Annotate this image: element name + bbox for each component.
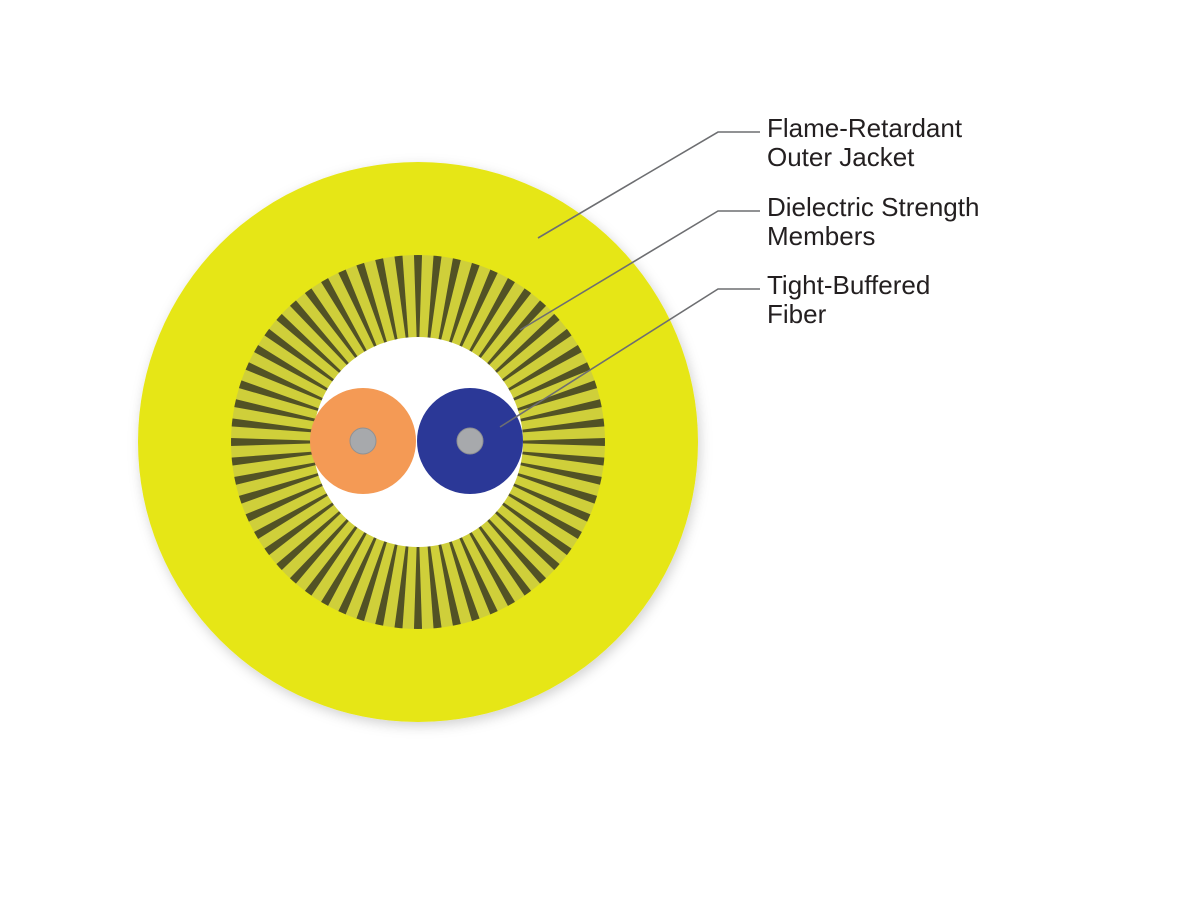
- label-outer-jacket: Flame-Retardant Outer Jacket: [767, 114, 962, 172]
- strength-member-strand: [334, 262, 379, 352]
- label-outer-jacket-line2: Outer Jacket: [767, 142, 915, 172]
- strength-member-strand: [284, 515, 352, 590]
- strength-member-strand: [491, 308, 566, 376]
- strength-member-strand: [457, 532, 502, 622]
- strength-member-strand: [475, 281, 537, 362]
- strength-member-strand: [231, 377, 324, 413]
- strength-member-strand: [517, 451, 605, 467]
- strength-members-layer: [231, 255, 605, 629]
- strength-member-strand: [238, 481, 328, 526]
- strength-member-strand: [270, 308, 345, 376]
- strength-member-strand: [503, 340, 589, 394]
- strength-member-strand: [316, 527, 370, 613]
- strength-member-strand: [231, 471, 324, 507]
- strength-member-strand: [498, 323, 579, 385]
- strength-member-strand: [231, 451, 319, 467]
- strength-member-strand: [437, 539, 463, 629]
- strength-member-strand: [491, 508, 566, 576]
- leader-line-outer-jacket: [537, 131, 760, 239]
- strength-member-strand: [231, 437, 319, 447]
- strength-member-strand: [517, 437, 605, 447]
- strength-member-strand: [247, 340, 333, 394]
- strength-member-strand: [353, 255, 389, 348]
- strength-member-strand: [334, 532, 379, 622]
- leader-line-tight-buffered-fiber: [499, 288, 760, 428]
- strength-member-strand: [437, 255, 463, 345]
- strength-member-strand: [299, 522, 361, 603]
- tight-buffered-fiber-left: [310, 388, 416, 494]
- strength-member-strand: [316, 271, 370, 357]
- strength-member-strand: [484, 294, 552, 369]
- strength-member-strand: [508, 358, 598, 403]
- strength-member-strand: [393, 255, 409, 343]
- label-strength-members-line2: Members: [767, 221, 876, 251]
- strength-member-strand: [257, 499, 338, 561]
- strength-member-strand: [413, 541, 423, 629]
- label-outer-jacket-line1: Flame-Retardant: [767, 113, 963, 143]
- leader-line-strength-members: [519, 210, 760, 331]
- strength-member-strand: [447, 536, 483, 629]
- fiber-core-left: [349, 427, 377, 455]
- strength-member-strand: [231, 417, 319, 433]
- strength-member-strand: [515, 397, 605, 423]
- strength-member-strand: [373, 539, 399, 629]
- label-tight-buffered-fiber-line1: Tight-Buffered: [767, 270, 931, 300]
- label-tight-buffered-fiber-line2: Fiber: [767, 299, 827, 329]
- strength-member-strand: [484, 515, 552, 590]
- tight-buffered-fiber-right: [417, 388, 523, 494]
- strength-member-strand: [231, 397, 321, 423]
- strength-member-strand: [498, 499, 579, 561]
- strength-member-strand: [231, 461, 321, 487]
- strength-member-strand: [466, 527, 520, 613]
- strength-member-strand: [447, 255, 483, 348]
- strength-member-strands: [231, 255, 605, 629]
- strength-member-strand: [457, 262, 502, 352]
- strength-member-strand: [508, 481, 598, 526]
- strength-member-strand: [284, 294, 352, 369]
- strength-member-strand: [503, 490, 589, 544]
- label-tight-buffered-fiber: Tight-Buffered Fiber: [767, 271, 930, 329]
- strength-member-strand: [238, 358, 328, 403]
- strength-member-strand: [393, 541, 409, 629]
- strength-member-strand: [413, 255, 423, 343]
- strength-member-strand: [247, 490, 333, 544]
- strength-member-strand: [512, 471, 605, 507]
- fiber-core-right: [456, 427, 484, 455]
- strength-member-strand: [466, 271, 520, 357]
- strength-member-strand: [517, 417, 605, 433]
- leader-lines: [499, 131, 760, 428]
- strength-member-strand: [299, 281, 361, 362]
- strength-member-strand: [515, 461, 605, 487]
- strength-member-strand: [353, 536, 389, 629]
- strength-member-strand: [270, 508, 345, 576]
- strength-member-strand: [257, 323, 338, 385]
- strength-member-strand: [427, 255, 443, 343]
- strength-member-strand: [373, 255, 399, 345]
- strength-member-strand: [427, 541, 443, 629]
- label-strength-members-line1: Dielectric Strength: [767, 192, 980, 222]
- label-strength-members: Dielectric Strength Members: [767, 193, 979, 251]
- strength-member-strand: [475, 522, 537, 603]
